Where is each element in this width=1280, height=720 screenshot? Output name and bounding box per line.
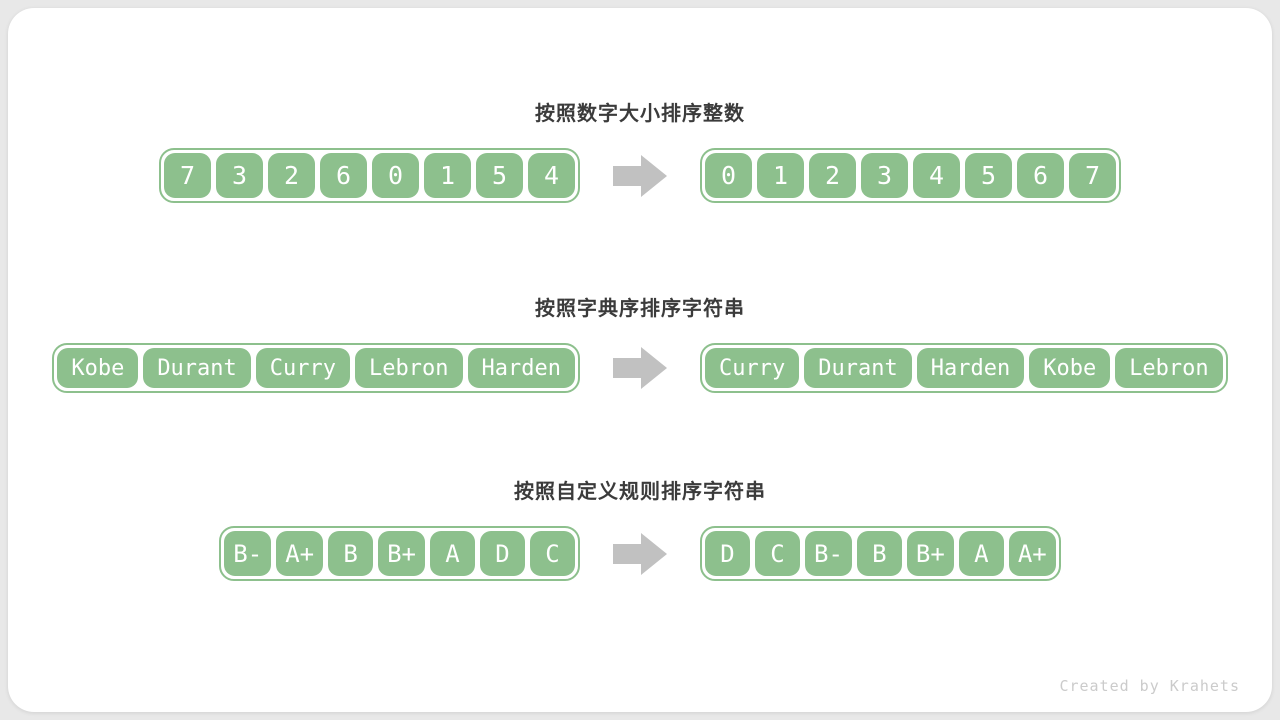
arrow-right-icon xyxy=(613,347,667,389)
array-cell: 5 xyxy=(476,153,523,198)
array-cell: D xyxy=(480,531,525,576)
array-cell: B+ xyxy=(378,531,425,576)
array-cell: A xyxy=(430,531,475,576)
array-cell: Kobe xyxy=(1029,348,1111,388)
array-cell: B- xyxy=(805,531,852,576)
array-cell: Harden xyxy=(467,348,575,388)
array-cell: A xyxy=(958,531,1004,576)
arrow-right-icon xyxy=(613,532,667,575)
array-cell: Kobe xyxy=(57,348,139,388)
array-cell: Harden xyxy=(916,348,1025,388)
array-cell: 7 xyxy=(1069,153,1116,198)
array-cell: 6 xyxy=(1017,153,1064,198)
array-cell: A+ xyxy=(276,531,324,576)
row-title: 按照数字大小排序整数 xyxy=(535,103,745,125)
array-cell: Durant xyxy=(804,348,912,388)
array-cell: 4 xyxy=(528,153,575,198)
array-cell: Lebron xyxy=(1115,348,1223,388)
row-title: 按照字典序排序字符串 xyxy=(535,298,745,320)
array-cell: 7 xyxy=(164,153,211,198)
array-cell: 2 xyxy=(809,153,856,198)
array-cell: 1 xyxy=(757,153,804,198)
array-cell: 2 xyxy=(268,153,315,198)
array-cell: 1 xyxy=(424,153,471,198)
array-cell: B xyxy=(328,531,374,576)
array-cell: D xyxy=(705,531,750,576)
row-title: 按照自定义规则排序字符串 xyxy=(514,481,766,503)
array-cell: Curry xyxy=(705,348,800,388)
array-cell: 0 xyxy=(372,153,419,198)
array-cell: B- xyxy=(224,531,272,576)
watermark: Created by Krahets xyxy=(1059,677,1240,695)
array-cell: B+ xyxy=(906,531,954,576)
array-cell: Lebron xyxy=(355,348,463,388)
array-cell: C xyxy=(530,531,575,576)
array-cell: B xyxy=(856,531,902,576)
array-cell: Durant xyxy=(143,348,251,388)
array-cell: 3 xyxy=(216,153,263,198)
array-cell: A+ xyxy=(1008,531,1056,576)
array-cell: C xyxy=(755,531,800,576)
array-cell: 3 xyxy=(861,153,908,198)
array-cell: 5 xyxy=(965,153,1012,198)
array-cell: 6 xyxy=(320,153,367,198)
array-cell: 0 xyxy=(705,153,752,198)
arrow-right-icon xyxy=(613,154,667,197)
array-cell: 4 xyxy=(913,153,960,198)
array-cell: Curry xyxy=(255,348,351,388)
